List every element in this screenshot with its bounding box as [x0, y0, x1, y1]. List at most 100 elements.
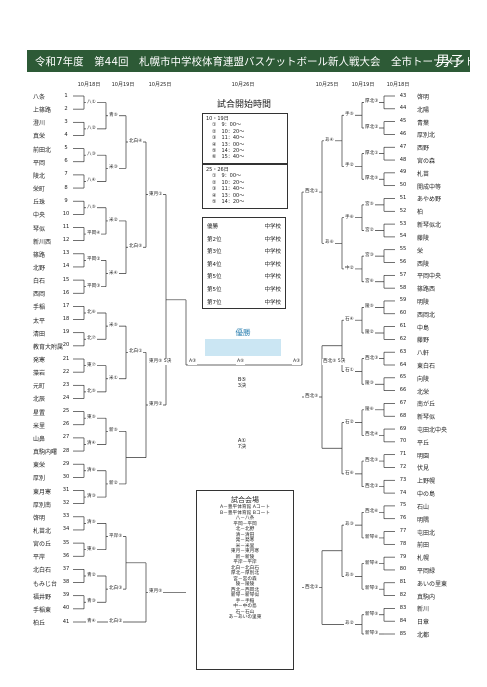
game-label: 米⑤ — [108, 323, 119, 330]
game-label: 平岸⑤ — [108, 533, 124, 540]
team-name: 陵北 — [33, 172, 46, 180]
team-name: 札苗 — [417, 170, 430, 178]
seed-number: 14 — [62, 263, 70, 270]
game-label: 宮③ — [364, 253, 375, 260]
seed-number: 40 — [62, 605, 70, 612]
seed-number: 58 — [399, 284, 407, 291]
game-label: 青② — [86, 572, 97, 579]
team-name: 西陵 — [417, 260, 430, 268]
schedule-slot: ① 9：00～ — [212, 173, 242, 180]
venue-line: 清－清田 — [235, 532, 255, 538]
seed-number: 76 — [399, 515, 407, 522]
champion-label: 優勝 — [235, 328, 251, 337]
seed-number: 2 — [64, 105, 68, 112]
seed-number: 83 — [399, 604, 407, 611]
game-label: 八⑤ — [86, 204, 97, 211]
seed-number: 38 — [62, 579, 70, 586]
seed-number: 47 — [399, 143, 407, 150]
game-label: 石⑥ — [344, 470, 355, 477]
rank-school: 中学校 — [264, 299, 281, 306]
seed-number: 84 — [399, 617, 407, 624]
seed-number: 22 — [62, 368, 70, 375]
schedule-day2-head: 25・26日 — [206, 167, 229, 173]
seed-number: 63 — [399, 348, 407, 355]
seed-number: 57 — [399, 271, 407, 278]
tournament-title: 令和7年度 第44回 札幌市中学校体育連盟バスケットボール新人戦大会 全市トーナ… — [35, 56, 476, 68]
venue-line: 発－発寒 — [235, 538, 255, 543]
team-name: 東白石 — [417, 363, 436, 370]
seed-number: 67 — [399, 399, 407, 406]
game-label: 厚北② — [364, 125, 380, 132]
schedule-slot: ② 10：20～ — [212, 179, 245, 186]
team-name: 澄川 — [33, 120, 46, 128]
team-name: 丘珠 — [33, 199, 46, 207]
game-label: 西北② — [364, 483, 380, 490]
team-name: 伏見 — [417, 465, 430, 473]
seed-number: 52 — [399, 207, 407, 214]
team-name: 屯田北 — [417, 529, 436, 537]
seed-number: 71 — [399, 451, 407, 458]
team-name: 宮の森 — [417, 158, 436, 166]
game-label: 北白① — [128, 349, 144, 356]
team-name: 栄 — [417, 247, 424, 255]
seed-number: 19 — [62, 329, 70, 336]
seed-number: 8 — [64, 184, 68, 191]
game-label: 東⑥ — [86, 546, 97, 553]
game-label: 新琴⑤ — [364, 611, 380, 618]
schedule-slot: ⑥ 15：40～ — [212, 154, 245, 161]
seed-number: 51 — [399, 194, 407, 201]
seed-number: 70 — [399, 438, 407, 445]
team-name: 前田 — [417, 542, 430, 550]
game-label: 北白② — [108, 619, 124, 625]
team-name: 北都 — [417, 632, 430, 639]
game-label: A③ — [188, 359, 198, 365]
team-name: 札苗北 — [33, 527, 52, 535]
seed-number: 12 — [62, 237, 70, 244]
seed-number: 4 — [64, 131, 68, 138]
venue-line: 東月－東月寒 — [230, 549, 260, 554]
game-label: 西北③ — [364, 355, 380, 362]
game-label: 米④ — [108, 270, 119, 277]
game-label: 北⑤ — [86, 388, 97, 395]
schedule-title: 試合開始時間 — [216, 100, 271, 110]
seed-number: 41 — [62, 618, 70, 625]
team-name: 札幌 — [417, 555, 430, 563]
game-label: 東⑦ — [86, 362, 97, 369]
team-name: 篠路 — [33, 251, 46, 259]
rank-school: 中学校 — [264, 261, 281, 268]
team-name: 東月寒 — [33, 488, 52, 496]
seed-number: 26 — [62, 421, 70, 428]
schedule-slot: ② 10：20～ — [212, 128, 245, 135]
team-name: 中の島 — [417, 491, 436, 499]
game-label: 北白③ — [108, 586, 124, 593]
venue-line: 西北－西岡北 — [230, 587, 260, 593]
ranking-table: 優勝中学校第2位中学校第3位中学校第4位中学校第5位中学校第5位中学校第7位中学… — [202, 217, 286, 309]
seed-number: 18 — [62, 316, 70, 323]
schedule-day1-head: 10・19日 — [206, 116, 229, 122]
seed-number: 82 — [399, 592, 407, 599]
team-name: 北辰 — [33, 396, 46, 404]
game-label: 八③ — [86, 152, 97, 159]
team-name: 上篠路 — [33, 107, 52, 115]
game-label: 石① — [344, 368, 355, 375]
schedule-slot: ③ 11：40～ — [212, 135, 245, 142]
seed-number: 79 — [399, 553, 407, 560]
venue-line: 新琴－新琴似 — [230, 593, 260, 598]
game-label: 石② — [344, 419, 355, 426]
seed-number: 55 — [399, 246, 407, 253]
venue-line: 新－新陵 — [235, 554, 255, 560]
seed-number: 36 — [62, 552, 70, 559]
game-label: 陵② — [364, 329, 375, 336]
game-label: 宮⑥ — [364, 278, 375, 285]
venue-line: A－豊平体育館 Aコート — [219, 505, 271, 510]
venue-line: あ－あいの里東 — [228, 615, 262, 620]
team-name: 手稲東 — [33, 606, 52, 614]
seed-number: 80 — [399, 566, 407, 573]
game-label: あ③ — [344, 522, 355, 529]
seed-number: 44 — [399, 105, 407, 112]
game-label: 陵③ — [364, 381, 375, 388]
game-label: 西北① — [304, 189, 320, 196]
seed-number: 30 — [62, 473, 70, 480]
team-name: 新琴似北 — [417, 222, 442, 230]
seed-number: 33 — [62, 513, 70, 520]
